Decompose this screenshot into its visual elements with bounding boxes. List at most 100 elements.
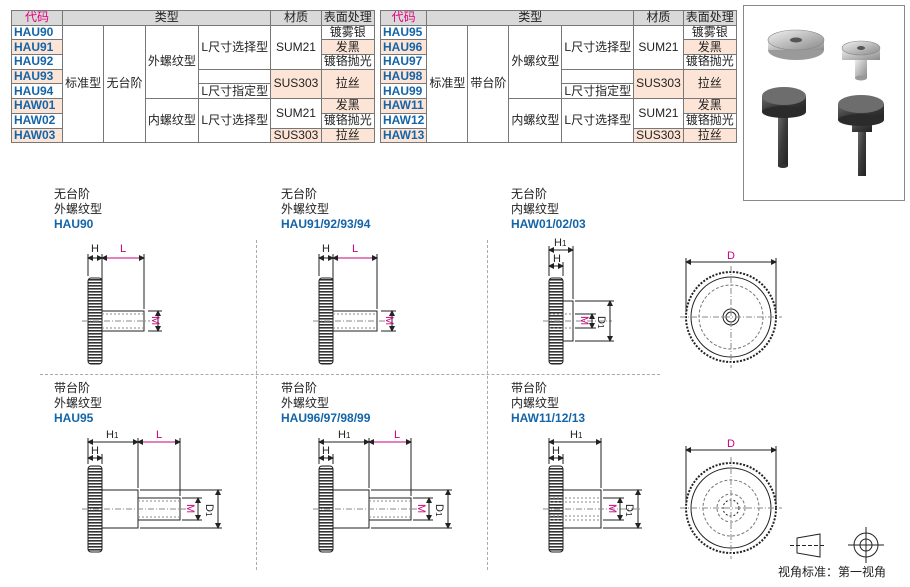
step-type: 带台阶 xyxy=(467,24,510,144)
drawing-code: HAU96/97/98/99 xyxy=(281,411,371,425)
code-cell: HAW03 xyxy=(11,127,63,144)
knob-photo-image xyxy=(762,29,884,176)
thread-type: 外螺纹型 xyxy=(144,24,200,100)
dim-d1: D1 xyxy=(595,316,607,329)
front-view-bottom xyxy=(680,446,782,559)
drawing-code: HAW11/12/13 xyxy=(511,411,586,425)
finish-cell: 拉丝 xyxy=(320,127,375,144)
code-cell: HAW02 xyxy=(11,112,63,129)
header-finish: 表面处理 xyxy=(320,10,375,26)
dim-h1: H1 xyxy=(554,237,567,249)
material: SUS303 xyxy=(270,68,322,100)
l-type: L尺寸选择型 xyxy=(561,98,635,144)
dim-l: L xyxy=(156,429,162,441)
material: SUS303 xyxy=(270,127,322,144)
dim-h: H xyxy=(322,243,330,255)
spec-table-step: 代码 类型 材质 表面处理 HAU95 标准型 带台阶 外螺纹型 L尺寸选择型 … xyxy=(379,10,737,144)
header-type: 类型 xyxy=(61,10,272,26)
material: SUS303 xyxy=(633,68,684,100)
drawing-haw01-03 xyxy=(543,246,614,365)
finish-cell: 发黑 xyxy=(682,98,737,114)
finish-cell: 拉丝 xyxy=(682,68,737,100)
dim-h: H xyxy=(552,445,560,457)
step-type: 无台阶 xyxy=(103,24,146,144)
finish-cell: 发黑 xyxy=(682,39,737,56)
dim-m: M xyxy=(578,316,590,325)
dim-l: L xyxy=(394,429,400,441)
dim-l: L xyxy=(352,243,358,255)
thread-type: 外螺纹型 xyxy=(508,24,563,100)
finish-cell: 拉丝 xyxy=(320,68,375,100)
type-main: 标准型 xyxy=(61,24,105,144)
divider xyxy=(40,374,660,375)
code-cell: HAW01 xyxy=(11,98,63,114)
l-type: L尺寸选择型 xyxy=(198,98,272,144)
header-material: 材质 xyxy=(270,10,322,26)
code-cell: HAU94 xyxy=(11,83,63,100)
dim-d1: D1 xyxy=(433,504,445,517)
drawing-code: HAU91/92/93/94 xyxy=(281,217,371,231)
drawing-caption: 带台阶 外螺纹型 HAU95 xyxy=(54,381,103,425)
l-type: L尺寸选择型 xyxy=(198,24,272,70)
product-photo xyxy=(743,5,905,201)
material: SUS303 xyxy=(633,127,684,144)
dim-h: H xyxy=(553,253,561,265)
drawing-hau96-99 xyxy=(313,438,452,553)
drawing-caption: 无台阶 内螺纹型 HAW01/02/03 xyxy=(511,187,586,231)
header-material: 材质 xyxy=(633,10,684,26)
projection-symbol-icon xyxy=(790,527,884,563)
dim-d1: D1 xyxy=(623,504,635,517)
drawing-hau91-94 xyxy=(313,254,396,365)
finish-cell: 发黑 xyxy=(320,39,375,56)
code-cell: HAU97 xyxy=(379,54,428,70)
code-cell: HAW11 xyxy=(379,98,428,114)
code-cell: HAW13 xyxy=(379,127,428,144)
dim-h: H xyxy=(91,243,99,255)
finish-cell: 镀雾银 xyxy=(320,24,375,41)
code-cell: HAU99 xyxy=(379,83,428,100)
dim-h1: H1 xyxy=(338,429,351,441)
code-cell: HAU93 xyxy=(11,68,63,85)
dim-d: D xyxy=(727,250,735,262)
finish-cell: 镀铬抛光 xyxy=(320,112,375,129)
dim-h1: H1 xyxy=(106,429,119,441)
code-cell: HAU98 xyxy=(379,68,428,85)
finish-cell: 发黑 xyxy=(320,98,375,114)
dim-h: H xyxy=(91,445,99,457)
thread-type: 内螺纹型 xyxy=(508,98,563,144)
drawing-hau90 xyxy=(82,254,162,365)
finish-cell: 拉丝 xyxy=(682,127,737,144)
drawing-caption: 带台阶 内螺纹型 HAW11/12/13 xyxy=(511,381,586,425)
dim-d1: D1 xyxy=(203,504,215,517)
spec-table-no-step: 代码 类型 材质 表面处理 HAU90 标准型 无台阶 外螺纹型 L尺寸选择型 … xyxy=(11,10,375,144)
l-type: L尺寸选择型 xyxy=(561,24,635,70)
front-view-top xyxy=(680,258,782,368)
divider xyxy=(487,240,488,570)
drawing-code: HAU90 xyxy=(54,217,94,231)
drawing-code: HAW01/02/03 xyxy=(511,217,586,231)
finish-cell: 镀铬抛光 xyxy=(682,112,737,129)
code-cell: HAW12 xyxy=(379,112,428,129)
header-finish: 表面处理 xyxy=(682,10,737,26)
dim-h1: H1 xyxy=(570,429,583,441)
dim-m: M xyxy=(149,316,161,325)
thread-type: 内螺纹型 xyxy=(144,98,200,144)
drawing-caption: 带台阶 外螺纹型 HAU96/97/98/99 xyxy=(281,381,371,425)
dim-m: M xyxy=(184,504,196,513)
material: SUM21 xyxy=(270,98,322,129)
drawing-hau95 xyxy=(82,438,222,553)
projection-label: 视角标准：第一视角 xyxy=(778,565,887,579)
dim-d: D xyxy=(727,438,735,450)
header-type: 类型 xyxy=(426,10,635,26)
drawing-code: HAU95 xyxy=(54,411,94,425)
dim-l: L xyxy=(120,243,126,255)
code-cell: HAU91 xyxy=(11,39,63,56)
dim-m: M xyxy=(606,504,618,513)
dim-m: M xyxy=(383,316,395,325)
header-code: 代码 xyxy=(11,10,63,26)
l-type: L尺寸指定型 xyxy=(561,83,635,100)
dim-h: H xyxy=(322,445,330,457)
header-code: 代码 xyxy=(379,10,428,26)
material: SUM21 xyxy=(270,24,322,70)
